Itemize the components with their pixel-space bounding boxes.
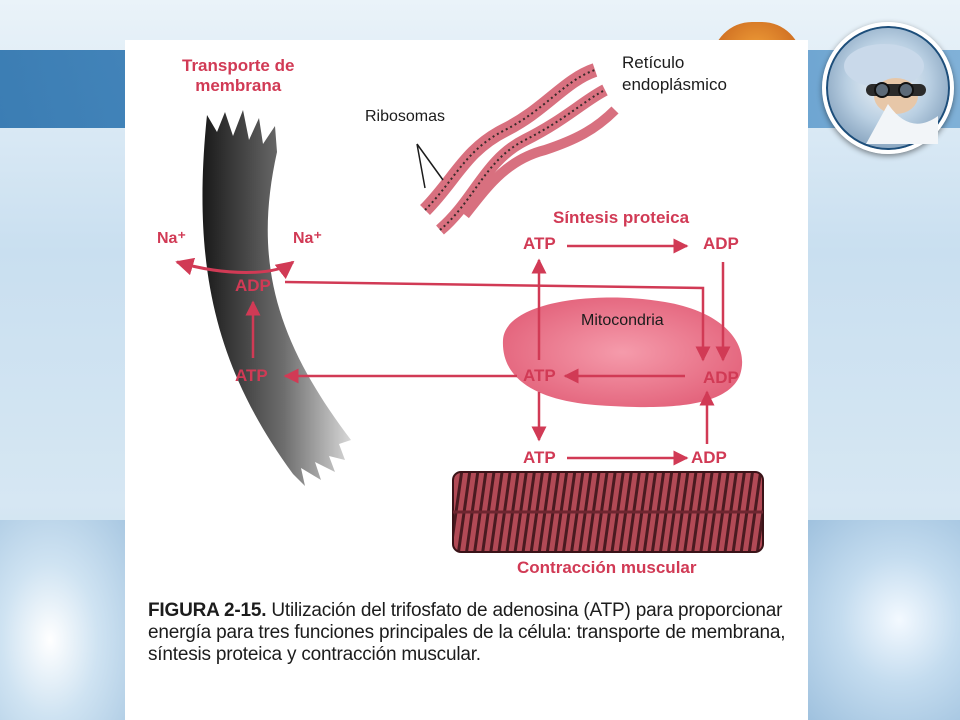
label-transporte-membrana: Transporte de membrana	[182, 56, 295, 95]
label-atp-mito: ATP	[523, 366, 556, 385]
sodium-transport-arc	[175, 257, 295, 280]
label-sintesis-proteica: Síntesis proteica	[553, 208, 690, 227]
arrow-adp-to-mito	[284, 280, 711, 362]
caption-number: FIGURA 2-15.	[148, 600, 267, 621]
figure-caption: FIGURA 2-15. Utilización del trifosfato …	[148, 600, 788, 666]
label-atp-muscle: ATP	[523, 448, 556, 467]
label-adp-membrane: ADP	[235, 276, 271, 295]
label-na-left: Na⁺	[157, 230, 186, 247]
label-na-right: Na⁺	[293, 230, 322, 247]
mitochondria	[502, 297, 743, 408]
figure-panel: Transporte de membrana Retículo endoplás…	[125, 40, 808, 720]
endoplasmic-reticulum	[420, 63, 619, 235]
label-atp-synthesis: ATP	[523, 234, 556, 253]
label-adp-synthesis: ADP	[703, 234, 739, 253]
lab-glassware-left	[0, 520, 125, 720]
cell-membrane	[202, 110, 351, 486]
label-mitocondria: Mitocondria	[581, 312, 664, 329]
surgeon-photo	[822, 22, 954, 154]
ribosomas-pointer	[416, 143, 444, 189]
lab-glassware-right	[808, 520, 960, 720]
atp-diagram	[175, 63, 764, 553]
label-adp-muscle: ADP	[691, 448, 727, 467]
label-contraccion-muscular: Contracción muscular	[517, 558, 697, 577]
label-ribosomas: Ribosomas	[365, 108, 446, 125]
label-reticulo-endoplasmico: Retículo endoplásmico	[622, 53, 727, 94]
caption-text: Utilización del trifosfato de adenosina …	[148, 600, 786, 665]
label-atp-membrane: ATP	[235, 366, 268, 385]
label-adp-mito: ADP	[703, 368, 739, 387]
